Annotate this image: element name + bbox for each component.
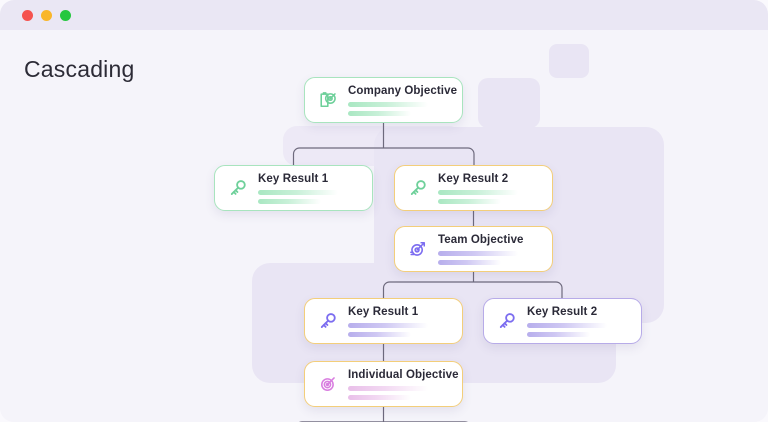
progress-bar-primary xyxy=(348,385,428,391)
progress-bar-secondary xyxy=(527,331,591,337)
card-body: Company Objective xyxy=(348,84,458,116)
progress-bar-secondary xyxy=(258,198,322,204)
close-window-button[interactable] xyxy=(22,10,33,21)
decor-block-small-top xyxy=(549,44,589,78)
diagram-canvas: Cascading xyxy=(0,30,768,422)
progress-bar-secondary xyxy=(348,331,412,337)
key-icon xyxy=(494,308,520,334)
key-icon xyxy=(315,308,341,334)
progress-bar-primary xyxy=(258,189,338,195)
node-key-result-2-top[interactable]: Key Result 2 xyxy=(394,165,553,211)
node-title: Key Result 1 xyxy=(258,172,329,185)
node-key-result-1-top[interactable]: Key Result 1 xyxy=(214,165,373,211)
node-company-objective[interactable]: Company Objective xyxy=(304,77,463,123)
bullseye-target-icon xyxy=(315,371,341,397)
connector-lines xyxy=(292,123,563,422)
page-title: Cascading xyxy=(24,56,135,82)
node-title: Key Result 2 xyxy=(438,172,509,185)
card-body: Key Result 2 xyxy=(527,306,629,337)
dart-target-icon xyxy=(405,236,431,262)
key-icon xyxy=(405,175,431,201)
progress-bar-primary xyxy=(438,250,518,256)
window-titlebar xyxy=(0,0,768,30)
decor-block-upper-right xyxy=(478,78,540,128)
card-body: Individual Objective xyxy=(348,368,459,400)
node-team-objective[interactable]: Team Objective xyxy=(394,226,553,272)
progress-bar-primary xyxy=(348,322,428,328)
node-title: Key Result 1 xyxy=(348,305,419,318)
progress-bar-primary xyxy=(348,101,428,107)
clipboard-target-icon xyxy=(315,87,341,113)
node-title: Company Objective xyxy=(348,84,458,97)
progress-bar-secondary xyxy=(348,110,412,116)
progress-bar-secondary xyxy=(438,259,502,265)
progress-bar-secondary xyxy=(348,394,412,400)
traffic-light-controls xyxy=(22,10,71,21)
progress-bar-primary xyxy=(438,189,518,195)
node-key-result-1-mid[interactable]: Key Result 1 xyxy=(304,298,463,344)
card-body: Team Objective xyxy=(438,234,540,265)
minimize-window-button[interactable] xyxy=(41,10,52,21)
node-title: Team Objective xyxy=(438,233,524,246)
node-title: Key Result 2 xyxy=(527,305,598,318)
node-individual-objective[interactable]: Individual Objective xyxy=(304,361,463,407)
progress-bar-secondary xyxy=(438,198,502,204)
card-body: Key Result 1 xyxy=(348,306,450,337)
progress-bar-primary xyxy=(527,322,607,328)
card-body: Key Result 1 xyxy=(258,173,360,204)
node-key-result-2-mid[interactable]: Key Result 2 xyxy=(483,298,642,344)
node-title: Individual Objective xyxy=(348,368,459,381)
key-icon xyxy=(225,175,251,201)
card-body: Key Result 2 xyxy=(438,173,540,204)
maximize-window-button[interactable] xyxy=(60,10,71,21)
